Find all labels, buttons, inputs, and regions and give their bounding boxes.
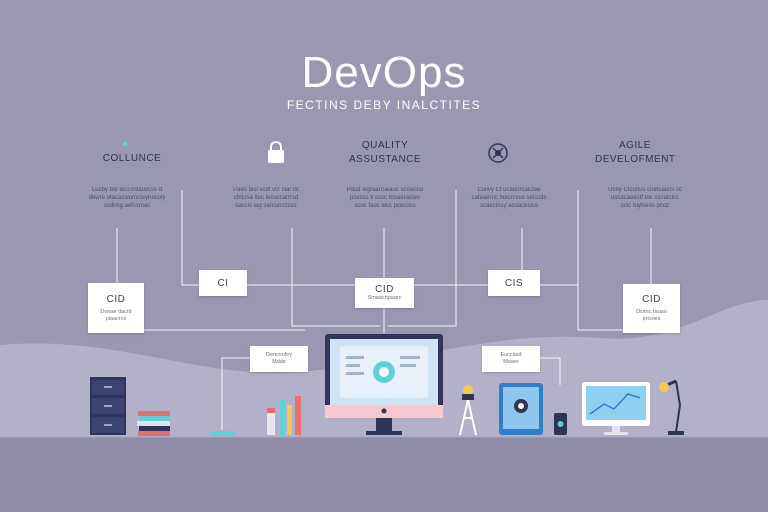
category-description-4: Cuiivy Ct ucaoorcalctee cafeaeruc hoicrc…	[471, 187, 547, 209]
desk-tray-icon	[210, 431, 236, 436]
desk-lamp-icon	[659, 379, 684, 435]
lamp-bulb-icon	[463, 385, 473, 395]
phone-icon	[554, 413, 567, 435]
chart-monitor-icon	[582, 382, 650, 435]
ci-box: CI	[199, 270, 247, 296]
category-description-3: Pasd sigraarrueauc sciseciia pcessc k sc…	[346, 187, 424, 209]
page-title: DevOps	[301, 48, 467, 97]
small-box-right: Euccasd Moaer	[482, 346, 540, 372]
floor	[0, 437, 768, 512]
pencil-cup-icon	[267, 396, 301, 435]
cid-box-left: CID Donae tlacrd piaacrcs	[88, 283, 144, 333]
category-label-quality: QUALITY ASSUSTANCE	[349, 140, 422, 165]
connector-lines	[116, 190, 680, 430]
collaboration-icon: ●	[121, 138, 129, 150]
books-stack-icon	[137, 411, 170, 436]
filing-cabinet-icon	[90, 377, 126, 435]
category-description-2: Paeo bisl scdt vcr ciar ltc cfrlcrsa lte…	[232, 187, 300, 209]
settings-icon	[488, 143, 508, 163]
category-description-5: Ucby Ctcuhus cnetsaucs cc uscacaeectf to…	[608, 187, 682, 209]
lock-icon	[268, 141, 284, 163]
cis-box: CIS	[488, 270, 540, 296]
page-subtitle: FECTINS DEBY INALCTITES	[286, 98, 482, 112]
category-label-collaboration: COLLUNCE	[102, 153, 162, 164]
category-label-agile: AGILE DEVELOFMENT	[595, 140, 676, 165]
desktop-monitor-icon	[325, 334, 443, 435]
cid-box-center: CID Smaachpaarc	[355, 278, 414, 308]
cid-box-right: CID Dcsnc tauao prcoies	[623, 284, 680, 333]
tablet-icon	[499, 383, 543, 435]
small-box-left: Denconfiry Mdde	[250, 346, 308, 372]
category-description-1: Lucby bsf teccsntauvcss d dewre otacaswu…	[88, 187, 166, 209]
